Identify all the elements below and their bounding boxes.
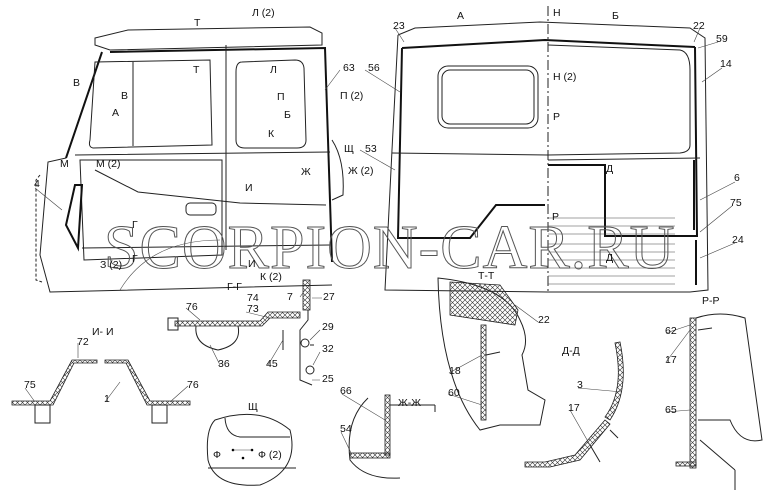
watermark-text: SCORPION-CAR.RU xyxy=(104,214,675,282)
label-23: 23 xyxy=(393,20,405,32)
label-d: Д xyxy=(606,252,613,264)
label-75: 75 xyxy=(730,197,742,209)
label-v: В xyxy=(121,90,128,102)
label-29: 29 xyxy=(322,321,334,333)
label-6: 6 xyxy=(734,172,740,184)
label-z2: З (2) xyxy=(100,259,122,271)
label-v: В xyxy=(73,77,80,89)
leader-lines xyxy=(24,27,736,456)
label-a: А xyxy=(457,10,464,22)
rear-view-labels: А Б Н 23 22 59 14 Н (2) Р Д 6 75 Р Д 24 xyxy=(393,7,744,264)
label-l: Л xyxy=(270,64,277,76)
label-i: И xyxy=(245,182,253,194)
section-title-t-t: Т-Т xyxy=(478,270,495,282)
section-title-r-r: Р-Р xyxy=(702,295,720,307)
label-14: 14 xyxy=(720,58,732,70)
label-g: Г xyxy=(132,253,138,265)
label-l2: Л (2) xyxy=(252,7,275,19)
section-labels: Г-Г 74 73 7 27 76 29 36 45 32 25 И- И 72… xyxy=(24,270,720,461)
label-zh: Ж xyxy=(301,166,311,178)
label-25: 25 xyxy=(322,373,334,385)
label-4: 4 xyxy=(34,178,40,190)
label-17: 17 xyxy=(665,354,677,366)
label-32: 32 xyxy=(322,343,334,355)
label-60: 60 xyxy=(448,387,460,399)
label-76: 76 xyxy=(187,379,199,391)
section-title-zh-zh: Ж-Ж xyxy=(398,397,421,409)
section-d-d xyxy=(524,341,624,468)
label-r: Р xyxy=(553,111,560,123)
label-17: 17 xyxy=(568,402,580,414)
view-shch xyxy=(206,413,296,486)
label-53: 53 xyxy=(365,143,377,155)
label-56: 56 xyxy=(368,62,380,74)
section-title-g-g: Г-Г xyxy=(227,281,242,293)
section-title-i-i: И- И xyxy=(92,326,114,338)
label-36: 36 xyxy=(218,358,230,370)
label-p: П xyxy=(277,91,285,103)
label-t: Т xyxy=(194,17,201,29)
section-title-d-d: Д-Д xyxy=(562,345,580,357)
label-t: Т xyxy=(193,64,200,76)
label-m2: М (2) xyxy=(96,158,121,170)
label-27: 27 xyxy=(323,291,335,303)
label-75: 75 xyxy=(24,379,36,391)
label-45: 45 xyxy=(266,358,278,370)
label-k: К xyxy=(268,128,275,140)
label-shch: Щ xyxy=(344,143,354,155)
section-g-g xyxy=(167,279,315,386)
label-24: 24 xyxy=(732,234,744,246)
label-m: М xyxy=(60,158,69,170)
label-n: Н xyxy=(553,7,561,19)
label-f2: Ф (2) xyxy=(258,449,282,461)
cab-rear-view xyxy=(384,6,709,293)
label-zh2: Ж (2) xyxy=(348,165,373,177)
label-p2: П (2) xyxy=(340,90,363,102)
side-view-labels: Л (2) Т Т Л В В А 63 56 П П (2) Б К Щ 53… xyxy=(34,7,380,283)
label-63: 63 xyxy=(343,62,355,74)
label-22: 22 xyxy=(538,314,550,326)
label-65: 65 xyxy=(665,404,677,416)
label-d: Д xyxy=(606,163,613,175)
label-k2: К (2) xyxy=(260,271,282,283)
label-18: 18 xyxy=(449,365,461,377)
label-g: Г xyxy=(132,219,138,231)
label-76: 76 xyxy=(186,301,198,313)
cab-side-view xyxy=(35,26,344,293)
label-54: 54 xyxy=(340,423,352,435)
label-b: Б xyxy=(612,10,619,22)
label-59: 59 xyxy=(716,33,728,45)
view-title-shch: Щ xyxy=(248,401,258,413)
label-7: 7 xyxy=(287,291,293,303)
label-72: 72 xyxy=(77,336,89,348)
label-66: 66 xyxy=(340,385,352,397)
section-r-r xyxy=(675,313,763,490)
label-22: 22 xyxy=(693,20,705,32)
section-t-t xyxy=(437,277,546,431)
label-62: 62 xyxy=(665,325,677,337)
label-i: И xyxy=(248,258,256,270)
label-f: Ф xyxy=(213,449,221,461)
label-3: 3 xyxy=(577,379,583,391)
label-74: 74 xyxy=(247,292,259,304)
section-i-i xyxy=(11,359,191,424)
label-1: 1 xyxy=(104,393,110,405)
label-73: 73 xyxy=(247,303,259,315)
section-zh-zh xyxy=(348,394,436,479)
label-b: Б xyxy=(284,109,291,121)
label-a: А xyxy=(112,107,119,119)
label-n2: Н (2) xyxy=(553,71,576,83)
label-r: Р xyxy=(552,211,559,223)
